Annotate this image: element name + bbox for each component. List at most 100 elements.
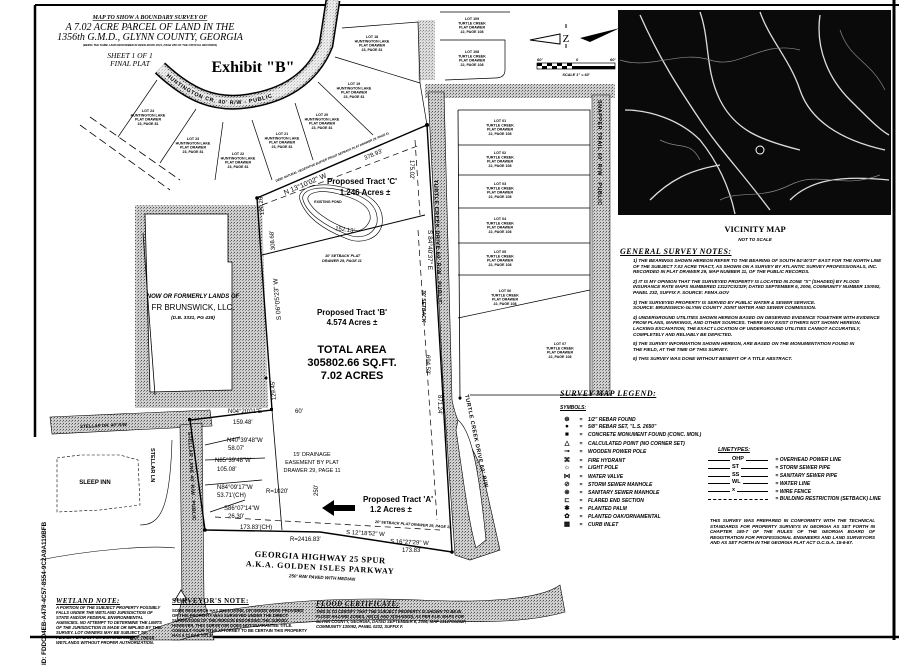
bearing-n40: N40°39'48"W [227,438,263,444]
legend-equals: = [579,506,583,513]
legend-equals: = [579,481,583,488]
legend-symbol-row: ⌘=FIRE HYDRANT [560,456,625,464]
general-note-6: 6) THIS SURVEY WAS DONE WITHOUT BENEFIT … [633,356,793,362]
legend-symbol-icon: ⊘ [564,480,570,488]
snapper-trail-label: SNAPPER TRAIL 60' R/W - PUBLIC [596,100,602,206]
linetype-code: OHP [730,456,746,462]
legend-symbol-icon: ✱ [564,505,570,513]
title-line3: 1356th G.M.D., GLYNN COUNTY, GEORGIA [57,32,244,43]
lot-label-page: 23, PAGE 81 [183,150,204,154]
lot-label-page: 22, PAGE 108 [489,195,512,199]
lot-label-sub: HUNTINGTON LAKE [176,141,211,145]
stellar-dr-label: STELLAR DR. 40' R/W [80,422,128,429]
lot-label-sub: TURTLE CREEK [486,221,514,225]
sheet-number: SHEET 1 OF 1 [107,51,153,60]
dist-53: 53.71'(CH) [217,493,246,499]
lot-label-drawer: PLAT DRAWER [547,351,573,355]
lot-label-page: 23, PAGE 81 [362,48,383,52]
general-note-3: 3) THE SURVEYED PROPERTY IS SERVED BY PU… [633,299,817,311]
lot-label-drawer: PLAT DRAWER [459,59,485,63]
bearing-east: S 84°40'37" E [426,230,434,271]
lot-label-sub: TURTLE CREEK [486,123,514,127]
legend-symbol-row: ⊏=FLARED END SECTION [560,496,644,504]
lot-label-lot: LOT 108 [465,50,479,54]
legend-linetype-row: x = WIRE FENCE [708,487,811,495]
legend-symbol-icon: ⊏ [564,497,570,504]
exhibit-label: Exhibit "B" [211,59,294,76]
fr-brunswick-line1: NOW OR FORMERLY LANDS OF [147,294,240,300]
linetype-sample: SS [708,471,768,479]
legend-symbol-icon: ● [565,423,569,431]
legend-symbol-label: LIGHT POLE [588,464,618,471]
legend-equals: = [579,424,583,431]
lot-label-page: 23, PAGE 81 [272,145,293,149]
dist-pond: 152.13' [335,226,355,235]
legend-linetype-row: = BUILDING RESTRICTION (SETBACK) LINE [708,496,881,502]
lot-label-lot: LOT 109 [465,17,479,21]
tract-a-area: 1.2 Acres ± [370,505,413,514]
scale-text: SCALE 1" = 60' [562,73,589,77]
roads [49,0,615,641]
legend-equals: = [579,457,583,464]
lot-label-lot: LOT 22 [232,152,244,156]
lot-label-lot: LOT 23 [187,137,199,141]
legend-symbol-row: ⊛=1/2" REBAR FOUND [560,415,636,423]
legend-symbol-label: CALCULATED POINT (NO CORNER SET) [588,441,685,448]
flood-certificate-heading: FLOOD CERTIFICATE: [316,600,400,608]
legend-symbol-label: 5/8" REBAR SET, "L.S. 2650" [588,424,657,431]
radius-1020: R=1020' [266,489,288,495]
lot-label-page: 22, PAGE 108 [549,355,572,359]
bearing-west: S 06°05'23" W [271,277,283,320]
lot-label-page: 23, PAGE 81 [138,122,159,126]
fr-brunswick-line2: FR BRUNSWICK, LLC. [151,303,234,312]
legend-symbol-label: 1/2" REBAR FOUND [588,417,636,423]
lot-label-sub: HUNTINGTON LAKE [265,136,300,140]
lot-label-lot: LOT 21 [276,132,288,136]
lot-label-drawer: PLAT DRAWER [487,226,513,230]
horizontal-access-road [425,84,615,98]
existing-pond [299,184,383,242]
linetype-label: = SANITARY SEWER PIPE [774,472,838,479]
legend-symbol-icon: ⋈ [563,472,571,480]
north-arrow-icon [529,24,620,48]
legend-equals: = [579,417,583,423]
legend-heading: SURVEY MAP LEGEND: [560,389,657,398]
lot-label-drawer: PLAT DRAWER [180,146,206,150]
bearing-s86: S86°07'14"W [224,506,260,512]
setback-20-label: 20' SETBACK PLAT DRAWER 29, PAGE 11 [374,520,451,529]
legend-symbol-label: SANITARY SEWER MANHOLE [588,489,660,496]
total-area-sqft: 305802.66 SQ.FT. [307,357,396,369]
linetype-code: ST [730,463,742,470]
lot-label-drawer: PLAT DRAWER [225,161,251,165]
lot-label-sub: TURTLE CREEK [458,21,486,25]
dist-east2: 871.24' [436,395,442,415]
lot-label-page: 22, PAGE 108 [489,230,512,234]
setback-10-line2: DRAWER 29, PAGE 11 [322,259,362,263]
total-area-acres: 7.02 ACRES [321,370,384,382]
stellar-ln-label: STELLAR LN [149,448,155,482]
lot-label-drawer: PLAT DRAWER [269,141,295,145]
legend-equals: = [579,464,583,471]
linetype-sample [708,496,768,502]
lot-label-sub: HUNTINGTON LAKE [221,156,256,160]
lot-label-lot: LOT 07 [554,342,566,346]
pond-label: EXISTING POND [314,200,342,204]
scale-left-label: 60' [537,57,543,62]
lot-label-drawer: PLAT DRAWER [459,26,485,30]
flood-certificate-text: THIS IS TO CERTIFY THAT THE SUBJECT PROP… [316,609,467,629]
lot-label-drawer: PLAT DRAWER [309,122,335,126]
fr-brunswick-line3: (D.B. 3331, PG 438) [171,315,215,321]
legend-symbol-row: ⋈=WATER VALVE [560,472,623,480]
legend-equals: = [579,473,583,480]
linetype-label: = STORM SEWER PIPE [774,465,831,472]
lot-label-sub: HUNTINGTON LAKE [355,39,390,43]
drainage-easement-line1: 15' DRAINAGE [293,452,331,458]
legend-symbol-row: ▦=CURB INLET [560,520,618,528]
dist-250: 250' [314,485,320,496]
